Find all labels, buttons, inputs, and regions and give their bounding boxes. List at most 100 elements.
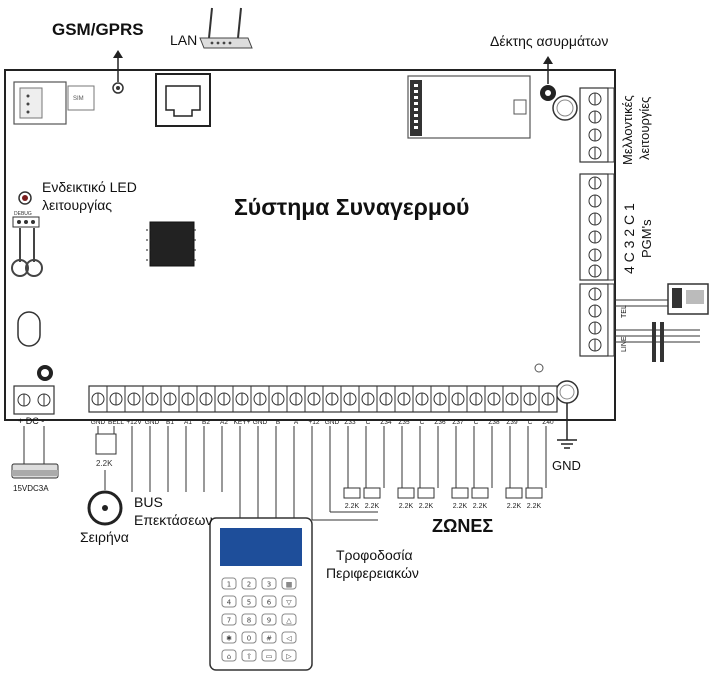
zone-resistor-label: 2.2K bbox=[365, 503, 380, 510]
zone-resistor-label: 2.2K bbox=[453, 503, 468, 510]
keypad-key bbox=[221, 595, 237, 608]
power-supply-icon bbox=[11, 463, 59, 479]
keypad-key bbox=[261, 613, 277, 626]
keypad-key bbox=[281, 649, 297, 662]
phone-line-icon bbox=[614, 322, 700, 362]
terminal-label: Z40 bbox=[542, 419, 554, 426]
terminal-label: C bbox=[420, 419, 425, 426]
line-label: LINE bbox=[621, 336, 628, 352]
zone-wiring: 2.2K 2.2K 2.2K 2.2K 2.2K 2.2K 2.2K 2.2K bbox=[343, 426, 547, 510]
terminal-label: A2 bbox=[220, 419, 228, 426]
debug-label: DEBUG bbox=[14, 211, 32, 217]
keypad-key bbox=[261, 649, 277, 662]
gnd-label: GND bbox=[552, 458, 581, 473]
terminal-label: Z38 bbox=[488, 419, 500, 426]
cpu-chip bbox=[146, 221, 198, 267]
tamper-switch bbox=[11, 228, 43, 277]
keypad-key bbox=[221, 613, 237, 626]
telephone-icon bbox=[614, 283, 709, 315]
wireless-receiver-label: Δέκτης ασυρμάτων bbox=[490, 33, 609, 49]
zone-resistor-label: 2.2K bbox=[527, 503, 542, 510]
keypad-key bbox=[261, 577, 277, 590]
terminal-label: GND bbox=[145, 419, 160, 426]
keypad-key-label: ⌂ bbox=[227, 653, 231, 661]
terminal-label: Z36 bbox=[434, 419, 446, 426]
pgm-label: PGM's bbox=[639, 219, 654, 258]
zone-resistor-label: 2.2K bbox=[507, 503, 522, 510]
led-label-line2: λειτουργίας bbox=[42, 197, 113, 213]
battery-jumper bbox=[37, 365, 53, 381]
keypad-key-label: △ bbox=[286, 617, 292, 625]
zone-group-4 bbox=[505, 426, 547, 499]
keypad-key bbox=[241, 613, 257, 626]
terminal-label: B2 bbox=[202, 419, 210, 426]
keypad-key-label: 3 bbox=[267, 581, 271, 589]
terminal-label: GND bbox=[325, 419, 340, 426]
terminal-label: A1 bbox=[184, 419, 192, 426]
zone-resistor-label: 2.2K bbox=[473, 503, 488, 510]
peripheral-power-label-line2: Περιφερειακών bbox=[326, 565, 419, 581]
status-led bbox=[18, 191, 32, 205]
zone-resistor-labels: 2.2K 2.2K 2.2K 2.2K 2.2K 2.2K 2.2K 2.2K bbox=[345, 503, 542, 510]
future-functions-label-line2: λειτουργίες bbox=[637, 96, 652, 160]
terminal-label: Z34 bbox=[380, 419, 392, 426]
corner-hole bbox=[534, 363, 544, 373]
keypad-key bbox=[241, 577, 257, 590]
keypad-key-label: 6 bbox=[267, 599, 272, 607]
mounting-slot bbox=[17, 311, 41, 347]
lan-label: LAN bbox=[170, 32, 198, 48]
terminal-label: KEY+ bbox=[234, 419, 251, 426]
keypad-key bbox=[281, 595, 297, 608]
terminal-label: BELL bbox=[108, 419, 124, 426]
terminal-label: C bbox=[528, 419, 533, 426]
router-icon bbox=[199, 7, 253, 49]
gsm-label: GSM/GPRS bbox=[52, 20, 144, 39]
keypad-key bbox=[221, 649, 237, 662]
keypad-key bbox=[261, 595, 277, 608]
keypad-key bbox=[281, 577, 297, 590]
zone-resistor-label: 2.2K bbox=[399, 503, 414, 510]
terminal-label: Z39 bbox=[506, 419, 518, 426]
keypad-key bbox=[241, 595, 257, 608]
keypad-key bbox=[241, 631, 257, 644]
terminal-label: C bbox=[474, 419, 479, 426]
bus-lines bbox=[131, 426, 223, 492]
zone-resistor-label: 2.2K bbox=[345, 503, 360, 510]
zone-group-1 bbox=[343, 426, 385, 499]
keypad-key-label: 9 bbox=[267, 617, 271, 625]
bell-resistor: 2.2K bbox=[95, 426, 117, 490]
power-supply-label: 15VDC3A bbox=[13, 484, 49, 493]
zone-group-2 bbox=[397, 426, 439, 499]
keypad-key bbox=[221, 577, 237, 590]
keypad-key bbox=[221, 631, 237, 644]
sim-label: SIM bbox=[73, 96, 84, 102]
keypad-key-label: # bbox=[266, 635, 272, 643]
siren-icon bbox=[87, 490, 123, 526]
siren-label: Σειρήνα bbox=[80, 529, 129, 545]
tel-line-terminal bbox=[579, 283, 615, 357]
keypad-key-label: ▷ bbox=[286, 653, 292, 661]
debug-header: DEBUG bbox=[12, 211, 40, 228]
terminal-label: Z33 bbox=[344, 419, 356, 426]
led-label-line1: Ενδεικτικό LED bbox=[42, 179, 137, 195]
keypad-key-label: 5 bbox=[247, 599, 251, 607]
terminal-label: B1 bbox=[166, 419, 174, 426]
terminal-label: GND bbox=[253, 419, 268, 426]
bus-label-line2: Επεκτάσεων bbox=[134, 512, 213, 528]
terminal-label: GND bbox=[91, 419, 106, 426]
zones-label: ΖΩΝΕΣ bbox=[432, 516, 494, 536]
zone-group-3 bbox=[451, 426, 493, 499]
keypad-key-label: 4 bbox=[227, 599, 232, 607]
pgm-terminal bbox=[579, 173, 615, 281]
pgm-numbers-label: 4 C 3 2 C 1 bbox=[621, 203, 637, 274]
keypad-key-label: ▽ bbox=[286, 599, 292, 607]
future-functions-terminal bbox=[579, 87, 615, 163]
zone-resistor-label: 2.2K bbox=[419, 503, 434, 510]
terminal-label: C bbox=[366, 419, 371, 426]
keypad-key-label: 2 bbox=[247, 581, 251, 589]
keypad-key-label: 8 bbox=[247, 617, 251, 625]
system-title: Σύστημα Συναγερμού bbox=[234, 194, 470, 220]
keypad-key bbox=[241, 649, 257, 662]
